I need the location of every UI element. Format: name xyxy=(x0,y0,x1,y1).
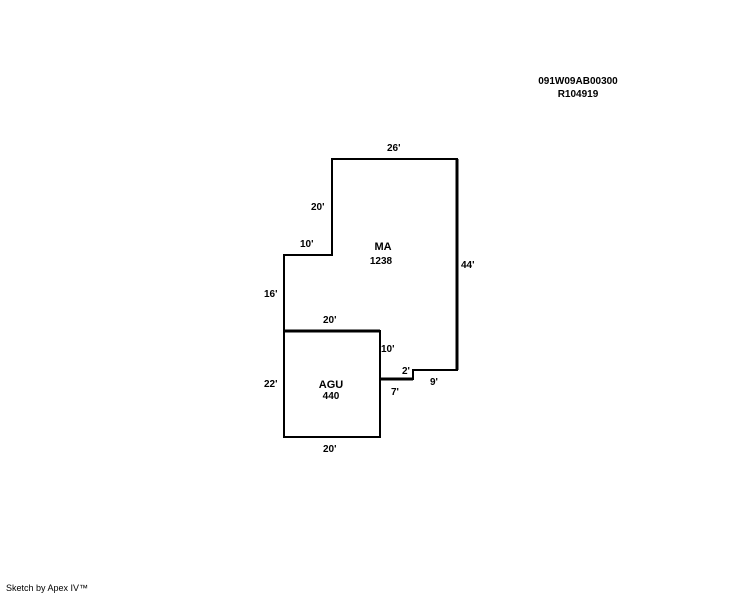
dim-agu-left: 22' xyxy=(264,379,278,390)
dim-ma-step: 10' xyxy=(300,239,314,250)
dim-ma-left-upper: 20' xyxy=(311,202,325,213)
dim-agu-step: 7' xyxy=(391,387,399,398)
account-id: R104919 xyxy=(557,89,599,100)
dim-ma-notch-bottom: 9' xyxy=(430,377,438,388)
area-ma-code: MA xyxy=(374,241,391,253)
dim-ma-left-lower: 16' xyxy=(264,289,278,300)
area-agu-sqft: 440 xyxy=(323,391,340,402)
dim-agu-right: 10' xyxy=(381,344,395,355)
dim-agu-bottom: 20' xyxy=(323,444,337,455)
area-ma-sqft: 1238 xyxy=(370,256,393,267)
sketch-credit: Sketch by Apex IV™ xyxy=(6,583,89,593)
main-area-outline xyxy=(283,158,458,380)
dim-ma-notch-side: 2' xyxy=(402,366,410,377)
dim-ma-top: 26' xyxy=(387,143,401,154)
parcel-identifiers: 091W09AB00300 R104919 xyxy=(518,75,638,101)
area-agu-code: AGU xyxy=(319,379,344,391)
parcel-id: 091W09AB00300 xyxy=(538,76,618,87)
dim-shared-wall: 20' xyxy=(323,315,337,326)
dim-ma-right: 44' xyxy=(461,260,475,271)
